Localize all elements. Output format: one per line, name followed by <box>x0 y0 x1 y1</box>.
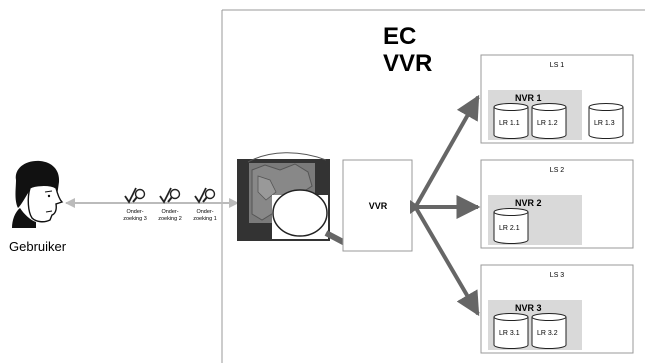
user-label: Gebruiker <box>9 239 67 254</box>
local-register-label: LR 3.2 <box>537 330 558 337</box>
local-register-label: LR 1.2 <box>537 120 558 127</box>
title-line-2: VVR <box>383 50 432 77</box>
query-item: Onder-zoeking 1 <box>193 187 217 222</box>
europe-map-magnifier-icon <box>237 152 330 241</box>
user-face-icon <box>12 160 64 228</box>
query-label-line2: zoeking 3 <box>123 216 147 222</box>
query-label-line2: zoeking 2 <box>158 216 182 222</box>
ls-node: LS 2 NVR 2 LR 2.1 <box>480 159 634 249</box>
nvr-label: NVR 1 <box>515 93 542 103</box>
checkmark-magnifier-icon <box>159 187 181 204</box>
checkmark-magnifier-icon <box>194 187 216 204</box>
local-register-cylinder: LR 1.3 <box>588 103 624 139</box>
query-label-line1: Onder- <box>196 209 213 215</box>
local-register-label: LR 1.1 <box>499 120 520 127</box>
local-register-cylinder: LR 3.1 <box>493 313 529 349</box>
title-line-1: EC <box>383 23 416 50</box>
ls-label: LS 3 <box>550 272 565 279</box>
local-register-cylinder: LR 1.2 <box>531 103 567 139</box>
query-item: Onder-zoeking 3 <box>123 187 147 222</box>
hub-arrow-ls1 <box>414 94 480 207</box>
ls-node: LS 1 NVR 1 LR 1.1 LR 1.2 LR 1.3 <box>480 54 634 144</box>
hub-arrow-junction <box>410 200 420 214</box>
local-register-label: LR 1.3 <box>594 120 615 127</box>
query-item: Onder-zoeking 2 <box>158 187 182 222</box>
nvr-label: NVR 3 <box>515 303 542 313</box>
vvr-hub <box>342 159 413 252</box>
nvr-label: NVR 2 <box>515 198 542 208</box>
portal-to-vvr-connector <box>324 230 347 246</box>
local-register-label: LR 3.1 <box>499 330 520 337</box>
local-register-cylinder: LR 1.1 <box>493 103 529 139</box>
ls-label: LS 1 <box>550 62 565 69</box>
query-label-line1: Onder- <box>161 209 178 215</box>
ls-node: LS 3 NVR 3 LR 3.1 LR 3.2 <box>480 264 634 354</box>
local-register-cylinder: LR 2.1 <box>493 208 529 244</box>
ls-label: LS 2 <box>550 167 565 174</box>
query-label-line2: zoeking 1 <box>193 216 217 222</box>
local-register-cylinder: LR 3.2 <box>531 313 567 349</box>
checkmark-magnifier-icon <box>124 187 146 204</box>
hub-arrow-ls3 <box>414 206 480 317</box>
vvr-hub-label: VVR <box>369 201 388 211</box>
local-register-label: LR 2.1 <box>499 225 520 232</box>
query-label-line1: Onder- <box>126 209 143 215</box>
